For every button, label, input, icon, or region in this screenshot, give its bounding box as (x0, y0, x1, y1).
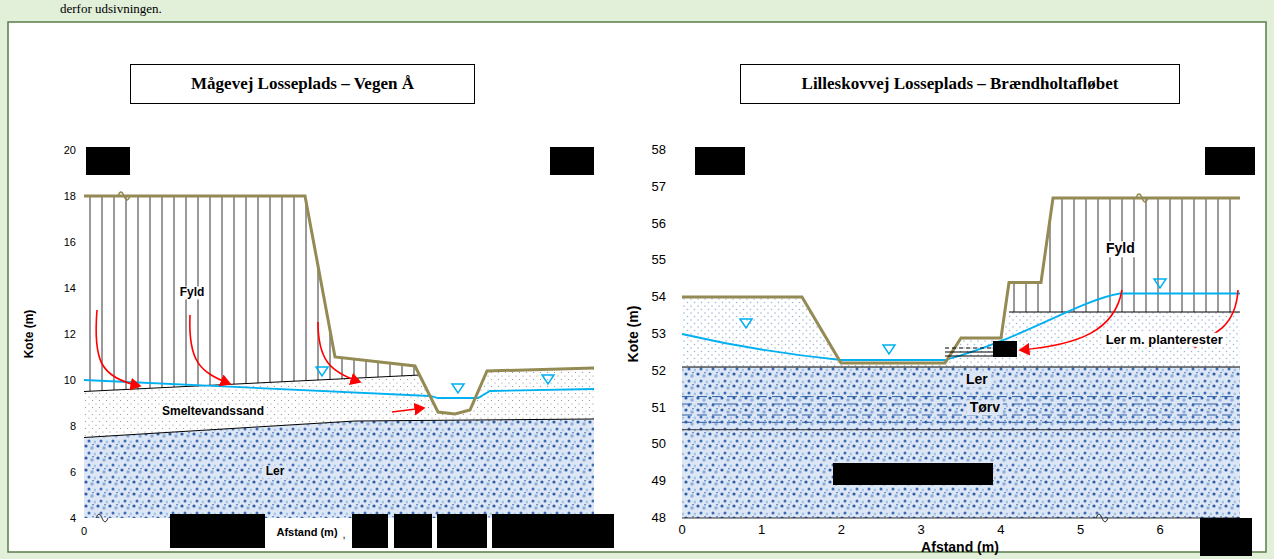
layer-label: Fyld (1103, 242, 1138, 257)
tick-label: 50 (652, 437, 666, 451)
tick-label: 4 (70, 512, 76, 524)
tick-label: 51 (652, 400, 666, 414)
tick-label: 0 (678, 523, 685, 537)
tick-label: 57 (652, 180, 666, 194)
tick-label: 4 (997, 523, 1004, 537)
tick-label: 5 (1077, 523, 1084, 537)
tick-label: 14 (64, 282, 76, 294)
title-box: Lilleskovvej Losseplads – Brændholtafløb… (740, 64, 1180, 104)
tick-label: 0 (81, 525, 87, 537)
title-text: Lilleskovvej Losseplads – Brændholtafløb… (792, 74, 1129, 94)
tick-label: 6 (1157, 523, 1164, 537)
note-text: , (342, 528, 345, 540)
tick-label: 48 (652, 511, 666, 525)
tick-label: 3 (917, 523, 924, 537)
tick-label: 49 (652, 474, 666, 488)
title-text: Mågevej Losseplads – Vegen Å (181, 74, 424, 94)
tick-label: 52 (652, 364, 666, 378)
tick-label: 55 (652, 253, 666, 267)
tick-label: 12 (64, 328, 76, 340)
tick-label: 16 (64, 236, 76, 248)
note-text: derfor udsivningen. (60, 2, 162, 16)
title-box: Mågevej Losseplads – Vegen Å (130, 64, 475, 104)
tick-label: 54 (652, 290, 666, 304)
axis-title: Afstand (m) (921, 540, 999, 555)
tick-label: 6 (70, 466, 76, 478)
tick-label: 58 (652, 143, 666, 157)
layer-label: Smeltevandssand (159, 406, 267, 419)
layer-label: Fyld (177, 286, 208, 299)
layer-label: Ler m. planterester (1103, 332, 1226, 346)
tick-label: 20 (64, 144, 76, 156)
axis-title: Kote (m) (23, 310, 36, 359)
layer-label: Ler (963, 372, 991, 387)
tick-label: 8 (70, 420, 76, 432)
layer-label: Ler (263, 465, 288, 478)
layer-label: Tørv (967, 400, 1003, 415)
tick-label: 18 (64, 190, 76, 202)
tick-label: 1 (758, 523, 765, 537)
tick-label: 53 (652, 327, 666, 341)
tick-label: 56 (652, 216, 666, 230)
axis-title: Kote (m) (626, 306, 641, 363)
tick-label: 10 (64, 374, 76, 386)
tick-label: 2 (838, 523, 845, 537)
axis-title: Afstand (m) (276, 526, 337, 538)
